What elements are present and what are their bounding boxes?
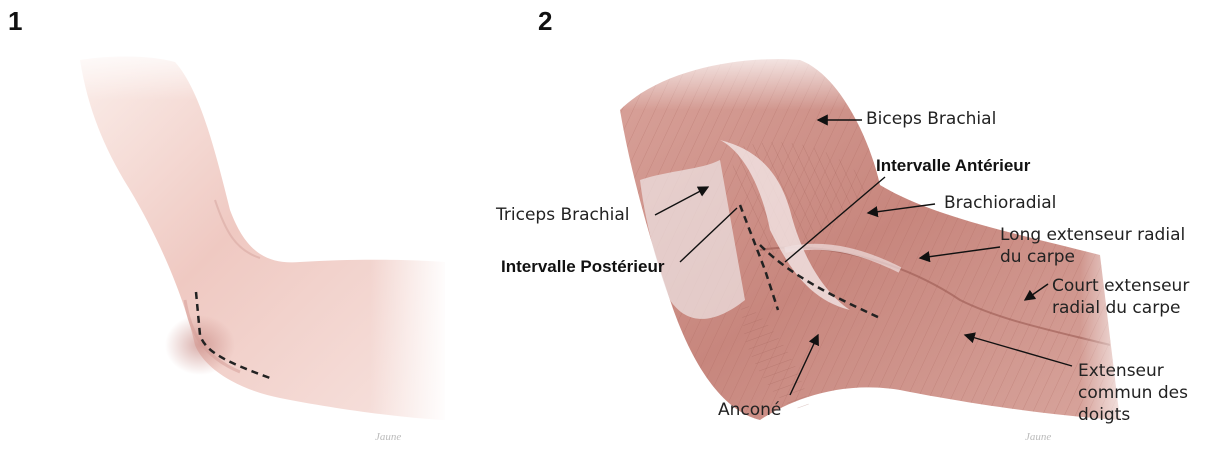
label-intervalle-anterieur: Intervalle Antérieur [876, 155, 1030, 177]
label-long-extenseur-radial: Long extenseur radial du carpe [1000, 224, 1185, 268]
label-court-extenseur-line1: Court extenseur [1052, 275, 1189, 297]
arm-skin-illustration: Jaune [60, 40, 450, 443]
label-brachioradial: Brachioradial [944, 192, 1056, 214]
label-ancone: Anconé [718, 399, 781, 421]
label-court-extenseur-line2: radial du carpe [1052, 297, 1189, 319]
label-court-extenseur-radial: Court extenseur radial du carpe [1052, 275, 1189, 319]
label-extenseur-commun-line1: Extenseur [1078, 360, 1188, 382]
label-triceps-brachial: Triceps Brachial [496, 204, 630, 226]
label-extenseur-commun: Extenseur commun des doigts [1078, 360, 1188, 426]
svg-text:Jaune: Jaune [375, 431, 401, 443]
label-extenseur-commun-line3: doigts [1078, 404, 1188, 426]
label-long-extenseur-line1: Long extenseur radial [1000, 224, 1185, 246]
svg-text:Jaune: Jaune [1025, 431, 1051, 443]
label-intervalle-posterieur: Intervalle Postérieur [501, 256, 664, 278]
label-biceps-brachial: Biceps Brachial [866, 108, 996, 130]
label-long-extenseur-line2: du carpe [1000, 246, 1185, 268]
label-extenseur-commun-line2: commun des [1078, 382, 1188, 404]
